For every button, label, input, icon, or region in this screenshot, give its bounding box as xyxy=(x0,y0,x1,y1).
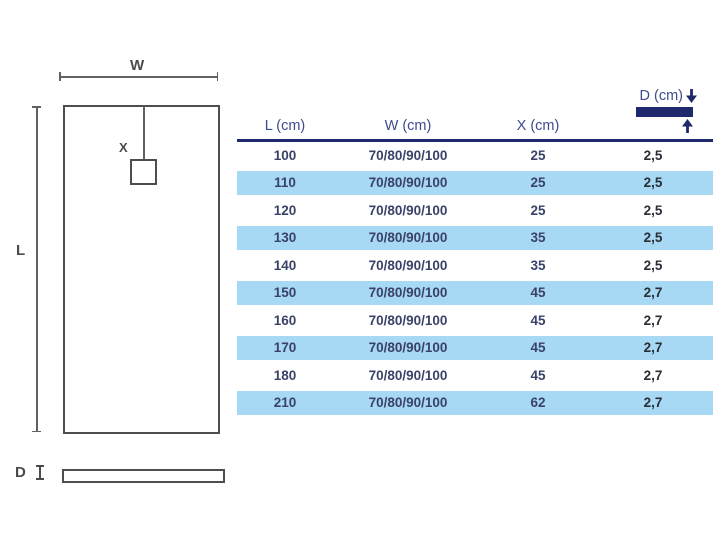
cell-drain-offset: 35 xyxy=(530,230,546,245)
depth-thickness-bar xyxy=(636,107,693,117)
table-body: 100 70/80/90/100 25 2,5 110 70/80/90/100… xyxy=(237,143,713,418)
cell-width-options: 70/80/90/100 xyxy=(368,367,448,383)
depth-dimension-label: D xyxy=(15,464,27,481)
drain-square xyxy=(130,159,157,185)
cell-depth: 2,5 xyxy=(643,257,663,273)
cell-depth: 2,7 xyxy=(643,285,663,300)
cell-depth: 2,5 xyxy=(643,230,663,245)
drain-offset-line xyxy=(143,106,145,172)
cell-width-options: 70/80/90/100 xyxy=(368,147,448,163)
cell-width-options: 70/80/90/100 xyxy=(368,257,448,273)
cell-drain-offset: 35 xyxy=(530,257,546,273)
cell-length: 100 xyxy=(273,147,297,163)
cell-depth: 2,5 xyxy=(643,202,663,218)
cell-length: 140 xyxy=(273,257,297,273)
table-row: 100 70/80/90/100 25 2,5 xyxy=(237,143,713,167)
cell-drain-offset: 45 xyxy=(530,367,546,383)
arrow-down-icon xyxy=(686,89,697,103)
cell-width-options: 70/80/90/100 xyxy=(368,230,448,245)
cell-depth: 2,7 xyxy=(643,395,663,410)
table-row: 120 70/80/90/100 25 2,5 xyxy=(237,198,713,222)
arrow-up-icon xyxy=(682,119,693,133)
width-dimension-line xyxy=(59,72,218,81)
drain-position-label: X xyxy=(119,140,129,155)
depth-dimension-tick xyxy=(36,465,44,480)
cell-length: 150 xyxy=(273,285,297,300)
cell-length: 120 xyxy=(273,202,297,218)
cell-length: 170 xyxy=(273,340,297,355)
cell-drain-offset: 45 xyxy=(530,285,546,300)
cell-depth: 2,5 xyxy=(643,147,663,163)
depth-header-block: D (cm) xyxy=(596,88,697,133)
cell-length: 110 xyxy=(274,175,296,190)
cell-drain-offset: 45 xyxy=(530,312,546,328)
header-width: W (cm) xyxy=(384,118,432,134)
table-row: 160 70/80/90/100 45 2,7 xyxy=(237,308,713,332)
table-row: 130 70/80/90/100 35 2,5 xyxy=(237,225,713,250)
cell-length: 210 xyxy=(273,395,297,410)
cell-width-options: 70/80/90/100 xyxy=(368,175,448,190)
table-row: 170 70/80/90/100 45 2,7 xyxy=(237,335,713,360)
cell-width-options: 70/80/90/100 xyxy=(368,202,448,218)
cell-width-options: 70/80/90/100 xyxy=(368,395,448,410)
cell-drain-offset: 62 xyxy=(530,395,546,410)
header-length: L (cm) xyxy=(264,118,306,134)
cell-depth: 2,7 xyxy=(643,312,663,328)
length-dimension-label: L xyxy=(16,242,26,259)
header-drain-offset: X (cm) xyxy=(516,118,560,134)
table-row: 180 70/80/90/100 45 2,7 xyxy=(237,363,713,387)
table-header-row: L (cm) W (cm) X (cm) xyxy=(237,114,713,138)
cell-width-options: 70/80/90/100 xyxy=(368,285,448,300)
cell-length: 180 xyxy=(273,367,297,383)
cell-width-options: 70/80/90/100 xyxy=(368,340,448,355)
table-row: 210 70/80/90/100 62 2,7 xyxy=(237,390,713,415)
tray-side-view-outline xyxy=(62,469,225,483)
width-dimension-label: W xyxy=(130,57,145,74)
cell-depth: 2,7 xyxy=(643,367,663,383)
table-header-rule xyxy=(237,139,713,142)
cell-drain-offset: 45 xyxy=(530,340,546,355)
table-row: 110 70/80/90/100 25 2,5 xyxy=(237,170,713,195)
cell-depth: 2,5 xyxy=(643,175,663,190)
cell-drain-offset: 25 xyxy=(530,175,546,190)
cell-drain-offset: 25 xyxy=(530,147,546,163)
cell-drain-offset: 25 xyxy=(530,202,546,218)
tray-top-view-outline xyxy=(63,105,220,434)
cell-depth: 2,7 xyxy=(643,340,663,355)
cell-width-options: 70/80/90/100 xyxy=(368,312,448,328)
cell-length: 130 xyxy=(273,230,297,245)
header-depth: D (cm) xyxy=(639,88,684,104)
length-dimension-line xyxy=(32,106,41,432)
cell-length: 160 xyxy=(273,312,297,328)
table-row: 140 70/80/90/100 35 2,5 xyxy=(237,253,713,277)
table-row: 150 70/80/90/100 45 2,7 xyxy=(237,280,713,305)
